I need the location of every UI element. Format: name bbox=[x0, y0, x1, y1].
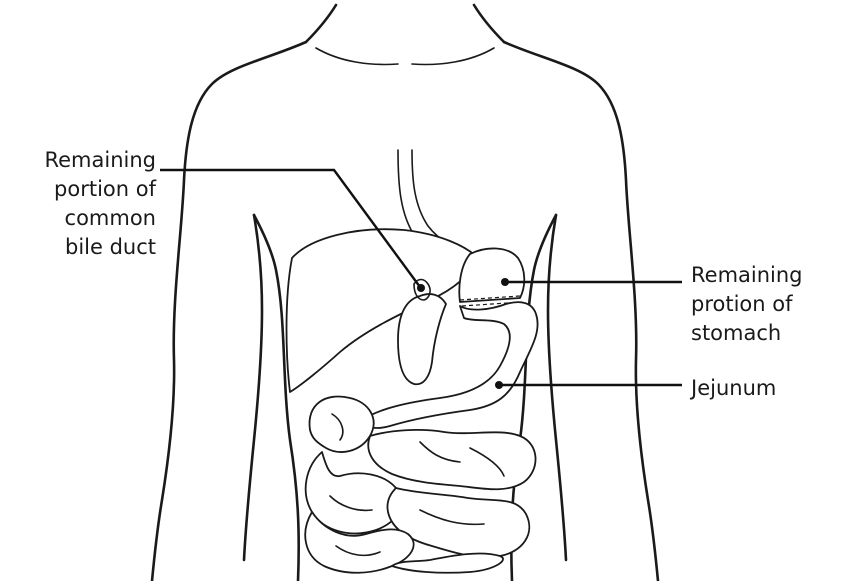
label-remaining-stomach: Remaining protion of stomach bbox=[691, 261, 803, 348]
label-line: portion of bbox=[44, 175, 156, 204]
label-jejunum: Jejunum bbox=[691, 374, 776, 403]
label-line: protion of bbox=[691, 290, 803, 319]
chest-left bbox=[316, 48, 398, 64]
right-armpit bbox=[548, 215, 566, 560]
label-line: Jejunum bbox=[691, 374, 776, 403]
chest-right bbox=[412, 48, 494, 64]
stomach-remnant bbox=[459, 248, 524, 302]
label-line: Remaining bbox=[691, 261, 803, 290]
leader-dot-bile-duct bbox=[417, 284, 425, 292]
duodenum bbox=[398, 294, 446, 384]
label-line: Remaining bbox=[44, 146, 156, 175]
liver bbox=[287, 229, 479, 392]
label-line: stomach bbox=[691, 319, 803, 348]
label-line: common bbox=[44, 204, 156, 233]
neck-right bbox=[474, 5, 504, 42]
leader-dot-jejunum bbox=[495, 381, 503, 389]
left-shoulder-arm bbox=[152, 42, 306, 581]
label-line: bile duct bbox=[44, 233, 156, 262]
label-common-bile-duct: Remaining portion of common bile duct bbox=[44, 146, 156, 262]
left-armpit bbox=[244, 215, 262, 560]
leader-dot-stomach bbox=[501, 278, 509, 286]
small-intestine bbox=[305, 396, 535, 572]
neck-left bbox=[306, 5, 336, 42]
